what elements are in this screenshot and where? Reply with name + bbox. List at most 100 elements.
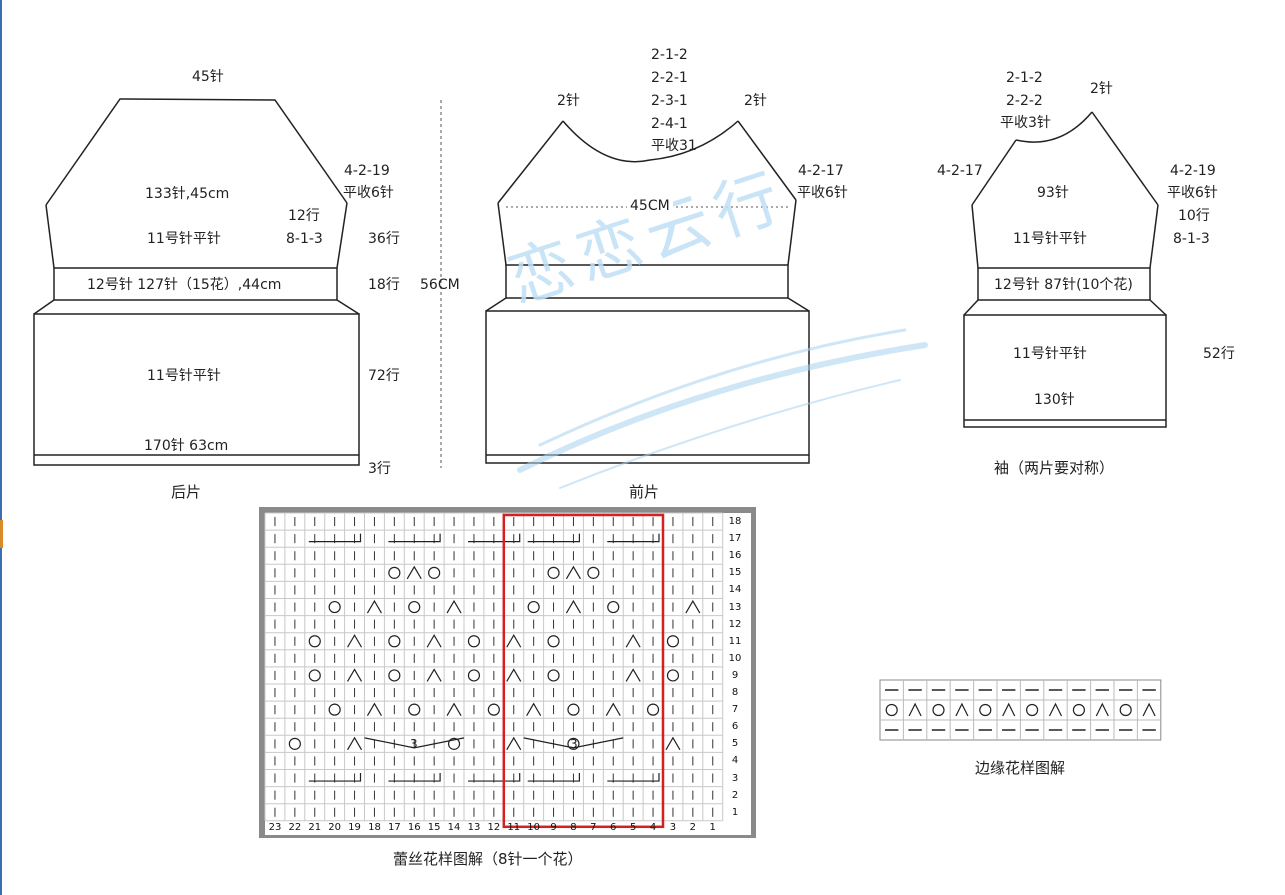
- back-top-stitches: 45针: [192, 69, 224, 85]
- yarn-over-mark: [308, 669, 321, 682]
- yarn-over-mark: [328, 600, 341, 614]
- row-number: 13: [728, 601, 742, 613]
- decrease-mark: [908, 702, 922, 717]
- back-panel-shape: [33, 98, 360, 466]
- yarn-over-mark: [487, 703, 500, 716]
- sleeve-top-right: 2针: [1090, 81, 1113, 97]
- front-neck-line-5: 平收31: [651, 138, 697, 154]
- bracket-mark: [388, 533, 441, 543]
- yarn-over-mark: [646, 703, 660, 716]
- front-width-label: 45CM: [627, 198, 673, 214]
- sleeve-right-dec: 4-2-19: [1170, 163, 1216, 179]
- sleeve-rows-10: 10行: [1178, 208, 1210, 224]
- row-number: 15: [728, 567, 742, 579]
- yarn-over-mark: [1119, 703, 1132, 717]
- row-number: 18: [728, 516, 742, 527]
- cable-mark: [523, 737, 624, 749]
- yarn-over-mark: [527, 600, 540, 614]
- decrease-mark: [605, 702, 621, 716]
- decrease-mark: [347, 736, 363, 751]
- row-number: 16: [728, 550, 742, 562]
- yarn-over-mark: [388, 566, 401, 579]
- back-rows-36: 36行: [368, 231, 400, 247]
- row-number: 5: [731, 738, 739, 750]
- repeat-box: [502, 513, 665, 829]
- back-right-dec: 4-2-19: [344, 163, 390, 179]
- col-number: 11: [507, 822, 521, 833]
- yarn-over-mark: [547, 635, 560, 648]
- window-edge: [0, 0, 2, 895]
- decrease-mark: [426, 668, 442, 682]
- sleeve-rows-52: 52行: [1203, 346, 1235, 362]
- sleeve-top-line-1: 2-1-2: [1006, 70, 1043, 86]
- decrease-mark: [565, 565, 581, 580]
- lace-chart-caption: 蕾丝花样图解（8针一个花）: [393, 850, 583, 868]
- back-needle-upper: 11号针平针: [147, 231, 221, 247]
- bracket-mark: [607, 773, 660, 782]
- col-number: 18: [368, 822, 381, 833]
- col-number: 3: [669, 822, 677, 833]
- decrease-mark: [506, 634, 522, 648]
- yarn-over-mark: [388, 635, 401, 648]
- front-neck-line-4: 2-4-1: [651, 116, 688, 132]
- col-number: 12: [487, 822, 501, 833]
- decrease-mark: [955, 702, 969, 717]
- decrease-mark: [506, 736, 522, 751]
- col-number: 17: [387, 822, 401, 833]
- col-number: 22: [288, 822, 302, 833]
- bracket-mark: [388, 773, 441, 782]
- col-number: 13: [467, 822, 481, 833]
- decrease-mark: [347, 634, 363, 648]
- decrease-mark: [625, 668, 641, 682]
- row-number: 11: [728, 635, 742, 647]
- col-number: 19: [348, 822, 361, 833]
- row-number: 6: [731, 721, 739, 733]
- sleeve-body-count: 93针: [1037, 185, 1069, 201]
- back-inc-rule: 8-1-3: [286, 231, 323, 247]
- sleeve-needle-upper: 11号针平针: [1013, 231, 1087, 247]
- decrease-mark: [685, 599, 701, 614]
- row-number: 4: [731, 755, 739, 767]
- yarn-over-mark: [328, 703, 341, 716]
- front-neck-line-3: 2-3-1: [651, 93, 688, 109]
- sleeve-rib-label: 12号针 87针(10个花): [994, 277, 1133, 293]
- sleeve-right-bind: 平收6针: [1167, 185, 1218, 201]
- decrease-mark: [625, 634, 641, 648]
- col-number: 7: [590, 822, 597, 833]
- yarn-over-mark: [408, 703, 421, 716]
- yarn-over-mark: [979, 703, 992, 717]
- yarn-over-mark: [666, 635, 680, 648]
- decrease-mark: [406, 565, 422, 580]
- yarn-over-mark: [428, 566, 441, 579]
- bracket-mark: [527, 773, 580, 782]
- col-number: 5: [629, 822, 637, 833]
- yarn-over-mark: [885, 703, 898, 717]
- decrease-mark: [1142, 702, 1156, 717]
- col-number: 1: [709, 822, 716, 833]
- cable-mark: [364, 737, 465, 749]
- lace-cable-mark-right: 3: [570, 737, 578, 751]
- back-body-label: 133针,45cm: [145, 186, 230, 202]
- yarn-over-mark: [932, 703, 945, 717]
- decrease-mark: [1095, 702, 1109, 717]
- front-caption: 前片: [629, 483, 660, 501]
- back-rows-72: 72行: [368, 368, 400, 384]
- front-neck-line-1: 2-1-2: [651, 47, 688, 63]
- back-rows-12: 12行: [288, 208, 320, 224]
- col-number: 20: [328, 822, 341, 833]
- back-bottom-label: 170针 63cm: [144, 438, 229, 454]
- bracket-mark: [468, 773, 521, 782]
- decrease-mark: [665, 736, 681, 751]
- sleeve-bottom-count: 130针: [1034, 392, 1075, 408]
- yarn-over-mark: [447, 737, 461, 750]
- decrease-mark: [366, 599, 382, 614]
- col-number: 21: [308, 822, 322, 833]
- front-neck-line-2: 2-2-1: [651, 70, 688, 86]
- back-rib-label: 12号针 127针（15花）,44cm: [87, 277, 282, 293]
- yarn-over-mark: [408, 600, 421, 614]
- sleeve-caption: 袖（两片要对称）: [994, 459, 1115, 477]
